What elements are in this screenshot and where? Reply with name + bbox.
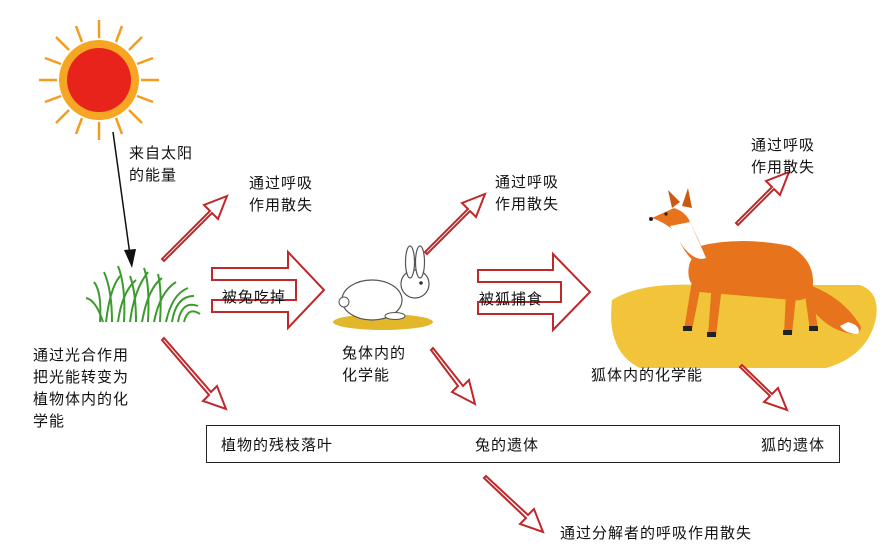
flow-arrows — [160, 170, 791, 534]
rabbit-icon — [333, 245, 433, 330]
eaten-by-rabbit-label: 被兔吃掉 — [222, 288, 287, 306]
decomposer-respiration-label: 通过分解者的呼吸作用散失 — [560, 524, 753, 542]
arrow-grass-respiration — [160, 194, 229, 263]
sun-energy-arrow — [112, 131, 136, 268]
arrow-rabbit-to-fox — [477, 251, 592, 333]
fox-remains-label: 狐的遗体 — [761, 436, 826, 454]
plant-respiration-label: 通过呼吸 作用散失 — [249, 174, 314, 214]
grass-icon — [85, 265, 201, 323]
rabbit-remains-label: 兔的遗体 — [475, 436, 540, 454]
rabbit-energy-label: 兔体内的 化学能 — [342, 344, 407, 384]
arrow-decomposer — [482, 474, 545, 534]
rabbit-respiration-label: 通过呼吸 作用散失 — [495, 173, 560, 213]
arrow-grass-litter — [160, 336, 228, 411]
plant-litter-label: 植物的残枝落叶 — [221, 436, 334, 454]
fox-energy-label: 狐体内的化学能 — [591, 366, 704, 384]
arrow-fox-litter — [738, 363, 789, 412]
fox-respiration-label: 通过呼吸 作用散失 — [751, 136, 816, 176]
sun-icon — [39, 20, 159, 140]
arrow-fox-respiration — [734, 170, 791, 227]
sun-energy-label: 来自太阳 的能量 — [129, 144, 194, 184]
caught-by-fox-label: 被狐捕食 — [479, 290, 544, 308]
photosynthesis-label: 通过光合作用 把光能转变为 植物体内的化 学能 — [33, 346, 130, 430]
arrow-rabbit-litter — [429, 346, 477, 406]
remains-box: 植物的残枝落叶 兔的遗体 狐的遗体 — [206, 425, 840, 463]
arrow-grass-to-rabbit — [211, 249, 326, 331]
fox-icon — [649, 188, 861, 337]
arrow-rabbit-respiration — [423, 192, 487, 256]
